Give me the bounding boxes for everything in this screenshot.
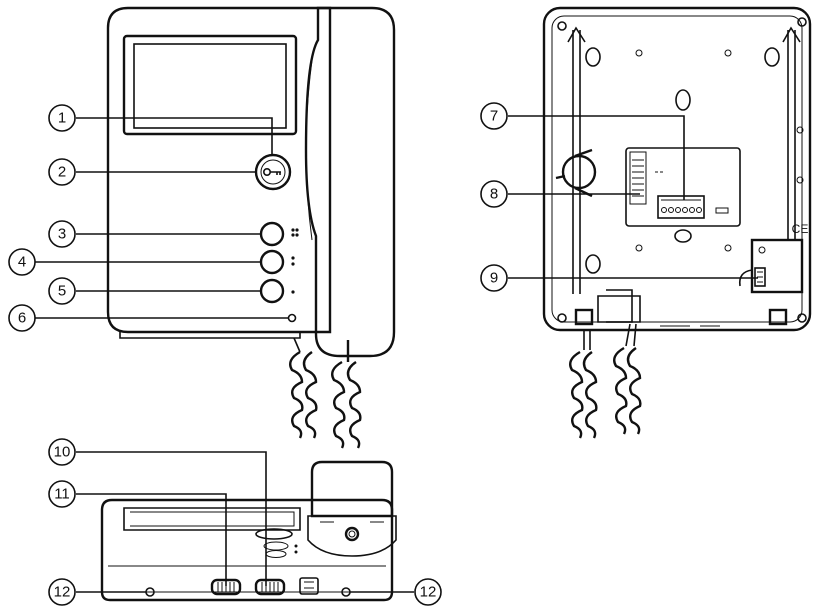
rear-coiled-cord-right — [614, 324, 640, 434]
callout-12-left: 12 — [49, 579, 75, 605]
callout-label-12-right: 12 — [420, 584, 437, 601]
rear-view: CE — [544, 8, 810, 438]
callout-10: 10 — [49, 439, 75, 465]
bottom-view — [102, 462, 396, 600]
callout-5: 5 — [49, 278, 75, 304]
callout-3: 3 — [49, 221, 75, 247]
callout-4: 4 — [9, 249, 35, 275]
callout-8: 8 — [481, 181, 507, 207]
leader-lines — [76, 116, 758, 592]
rear-coiled-cord-left — [570, 330, 596, 438]
callout-label-8: 8 — [490, 186, 498, 203]
led-indicator — [289, 315, 296, 322]
callout-label-7: 7 — [490, 108, 498, 125]
ce-mark: CE — [792, 222, 809, 236]
callout-label-6: 6 — [18, 310, 26, 327]
key-icon — [264, 169, 281, 175]
callout-label-3: 3 — [58, 226, 66, 243]
callout-label-2: 2 — [58, 164, 66, 181]
callout-label-9: 9 — [490, 270, 498, 287]
door-open-button — [256, 155, 290, 189]
callout-9: 9 — [481, 265, 507, 291]
front-view — [108, 8, 394, 448]
callout-label-11: 11 — [54, 486, 70, 503]
callout-label-10: 10 — [54, 444, 71, 461]
callout-12-right: 12 — [415, 579, 441, 605]
callout-11: 11 — [49, 481, 75, 507]
callout-label-12-left: 12 — [54, 584, 71, 601]
callout-6: 6 — [9, 305, 35, 331]
handset-top — [312, 462, 392, 516]
callout-7: 7 — [481, 103, 507, 129]
callout-label-1: 1 — [58, 110, 66, 127]
button-5 — [261, 280, 295, 302]
coiled-cord-left — [290, 338, 316, 438]
button-4 — [261, 251, 295, 273]
handset — [306, 8, 394, 356]
screen-frame — [124, 36, 296, 134]
callout-label-4: 4 — [18, 254, 26, 271]
wall-bracket — [556, 150, 595, 196]
screen — [134, 44, 286, 128]
callout-1: 1 — [49, 105, 75, 131]
button-3 — [261, 223, 299, 245]
callout-2: 2 — [49, 159, 75, 185]
terminal-block — [658, 196, 704, 218]
callout-label-5: 5 — [58, 283, 66, 300]
rear-body — [544, 8, 810, 330]
